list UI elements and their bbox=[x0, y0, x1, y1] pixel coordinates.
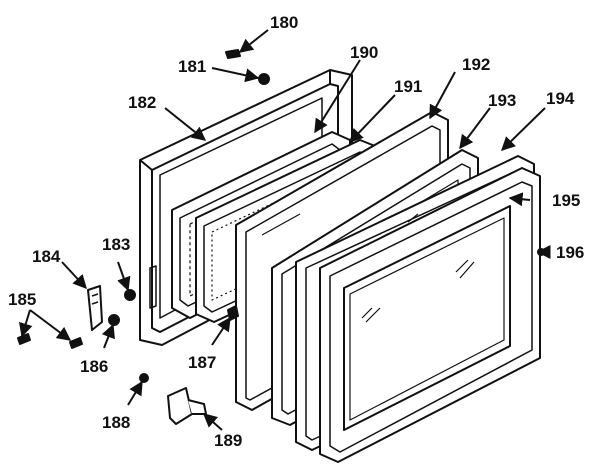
hinge-bracket-189 bbox=[167, 387, 207, 425]
callout-180: 180 bbox=[270, 13, 298, 32]
callout-183: 183 bbox=[102, 235, 130, 254]
callout-195: 195 bbox=[552, 191, 580, 210]
callout-189: 189 bbox=[214, 431, 242, 450]
callout-194: 194 bbox=[546, 89, 575, 108]
plug-181 bbox=[258, 73, 270, 85]
hinge-184 bbox=[87, 285, 103, 331]
callout-186: 186 bbox=[80, 357, 108, 376]
window-frame bbox=[319, 167, 541, 463]
spring-183 bbox=[124, 289, 136, 301]
callout-188: 188 bbox=[102, 413, 130, 432]
callout-labels: 180 181 182 183 184 185 186 187 188 189 … bbox=[8, 13, 584, 450]
callout-190: 190 bbox=[350, 43, 378, 62]
callout-196: 196 bbox=[556, 243, 584, 262]
callout-181: 181 bbox=[178, 57, 206, 76]
callout-193: 193 bbox=[488, 91, 516, 110]
screws-185 bbox=[17, 333, 83, 349]
callout-184: 184 bbox=[32, 247, 61, 266]
screw-180 bbox=[225, 49, 241, 59]
callout-185: 185 bbox=[8, 290, 36, 309]
callout-191: 191 bbox=[394, 77, 422, 96]
callout-192: 192 bbox=[462, 55, 490, 74]
callout-187: 187 bbox=[188, 353, 216, 372]
leader-lines bbox=[19, 29, 551, 431]
clip-187 bbox=[227, 305, 239, 321]
washer-186 bbox=[108, 314, 120, 326]
callout-182: 182 bbox=[128, 93, 156, 112]
screw-188 bbox=[139, 373, 149, 383]
